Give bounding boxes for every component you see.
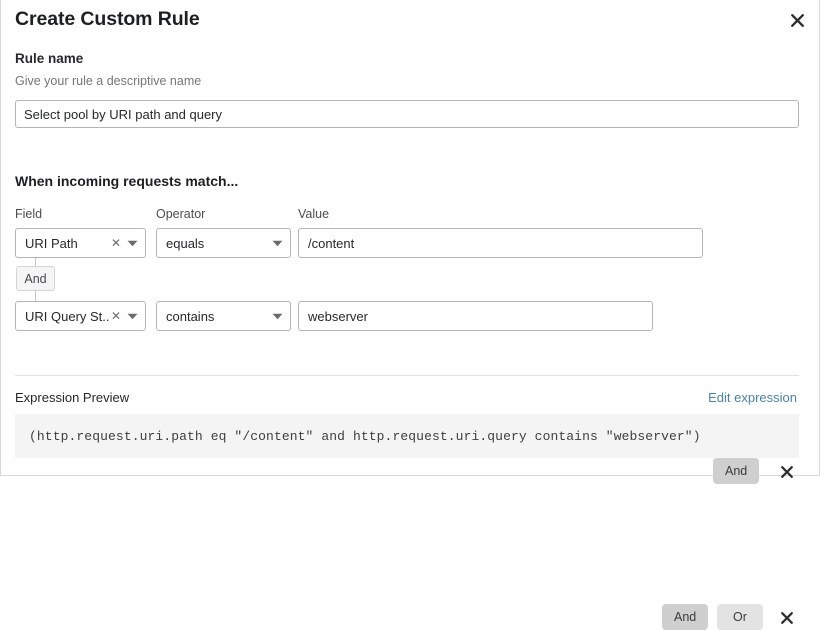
expression-preview-box: (http.request.uri.path eq "/content" and… xyxy=(15,414,799,458)
condition-connector-badge[interactable]: And xyxy=(16,266,55,291)
logic-and-button-1[interactable]: And xyxy=(662,604,709,630)
match-section-heading: When incoming requests match... xyxy=(15,173,239,189)
chevron-down-icon xyxy=(270,240,284,247)
value-input-0[interactable] xyxy=(298,228,703,258)
logic-and-button-0[interactable]: And xyxy=(713,458,760,484)
operator-select-0[interactable]: equals xyxy=(156,228,291,258)
column-header-value: Value xyxy=(298,207,330,221)
delete-condition-button-1[interactable] xyxy=(775,606,799,630)
section-divider xyxy=(15,375,799,376)
field-select-0[interactable]: URI Path ✕ xyxy=(15,228,146,258)
expression-preview-label: Expression Preview xyxy=(15,390,130,405)
field-select-value-1: URI Query St... xyxy=(25,308,109,324)
rule-name-input[interactable] xyxy=(15,100,799,128)
value-input-1[interactable] xyxy=(298,301,653,331)
logic-or-button-1[interactable]: Or xyxy=(717,604,763,630)
close-icon xyxy=(780,465,794,479)
expression-preview-code: (http.request.uri.path eq "/content" and… xyxy=(29,428,701,444)
field-select-value-0: URI Path xyxy=(25,235,78,251)
column-header-field: Field xyxy=(15,207,43,221)
column-header-operator: Operator xyxy=(156,207,206,221)
clear-icon[interactable]: ✕ xyxy=(110,236,122,250)
close-icon xyxy=(780,611,794,625)
chevron-down-icon xyxy=(125,240,139,247)
page-title: Create Custom Rule xyxy=(15,8,200,30)
clear-icon[interactable]: ✕ xyxy=(110,309,122,323)
delete-condition-button-0[interactable] xyxy=(775,460,799,484)
edit-expression-link[interactable]: Edit expression xyxy=(708,390,797,405)
field-select-1[interactable]: URI Query St... ✕ xyxy=(15,301,146,331)
rule-name-label: Rule name xyxy=(15,51,84,66)
operator-select-value-0: equals xyxy=(166,235,205,251)
rule-name-help-text: Give your rule a descriptive name xyxy=(15,74,202,88)
close-icon xyxy=(790,13,805,28)
operator-select-1[interactable]: contains xyxy=(156,301,291,331)
chevron-down-icon xyxy=(270,313,284,320)
close-dialog-button[interactable] xyxy=(783,6,811,34)
operator-select-value-1: contains xyxy=(166,308,215,324)
chevron-down-icon xyxy=(125,313,139,320)
